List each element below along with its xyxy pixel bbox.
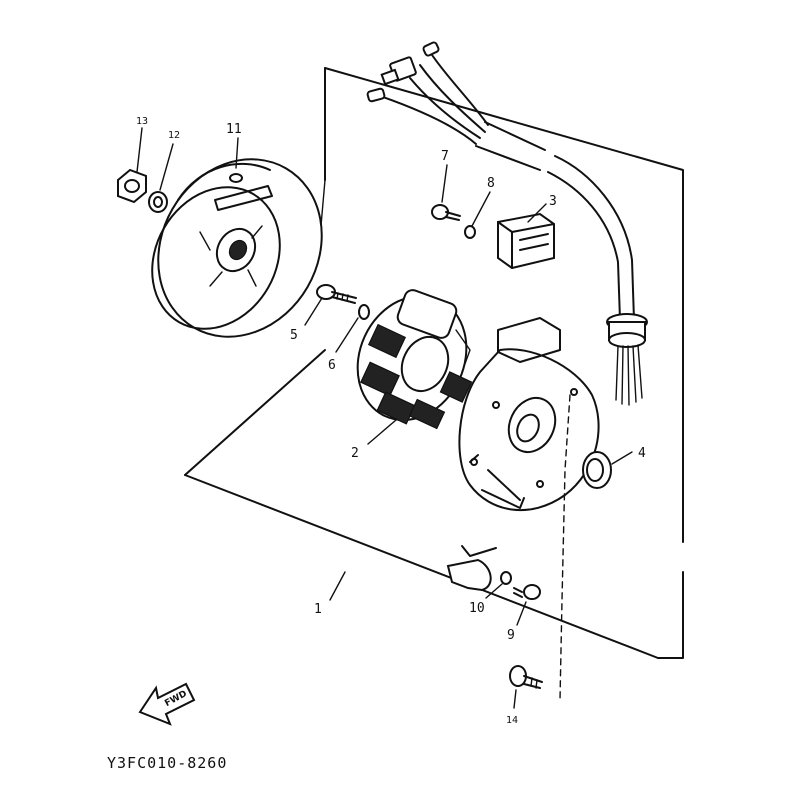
flywheel-nut: [117, 168, 147, 204]
stator-screw: [316, 284, 357, 304]
callout-13: 13: [136, 116, 148, 127]
leader-lines: [136, 127, 633, 709]
callout-10: 10: [469, 601, 485, 616]
callout-4: 4: [638, 446, 646, 461]
wire-harness: [366, 41, 648, 406]
forward-arrow-icon: FWD: [138, 682, 196, 726]
diagram-code: Y3FC010-8260: [107, 754, 227, 772]
callout-5: 5: [290, 328, 298, 343]
stator-base-plate: [458, 317, 600, 511]
wire-clamp: [446, 545, 497, 592]
callout-7: 7: [441, 149, 449, 164]
pickup-screw: [431, 204, 461, 221]
callout-6: 6: [328, 358, 336, 373]
assembly-frame: [184, 67, 684, 659]
callout-11: 11: [226, 122, 242, 137]
alignment-dashed-line: [559, 394, 571, 701]
stator-washer: [358, 304, 370, 320]
flywheel-washer: [148, 191, 168, 213]
callout-8: 8: [487, 176, 495, 191]
oil-seal: [582, 451, 612, 489]
callout-12: 12: [168, 130, 180, 141]
callout-14: 14: [506, 715, 518, 726]
callout-2: 2: [351, 446, 359, 461]
stator-coil: [356, 289, 473, 430]
callout-1: 1: [314, 602, 322, 617]
callout-9: 9: [507, 628, 515, 643]
callout-3: 3: [549, 194, 557, 209]
flywheel-rotor: [151, 158, 323, 338]
base-bolt: [509, 665, 543, 689]
pickup-coil: [497, 212, 555, 270]
clamp-screw: [513, 584, 541, 600]
pickup-washer: [464, 225, 476, 239]
clamp-washer: [500, 571, 512, 585]
